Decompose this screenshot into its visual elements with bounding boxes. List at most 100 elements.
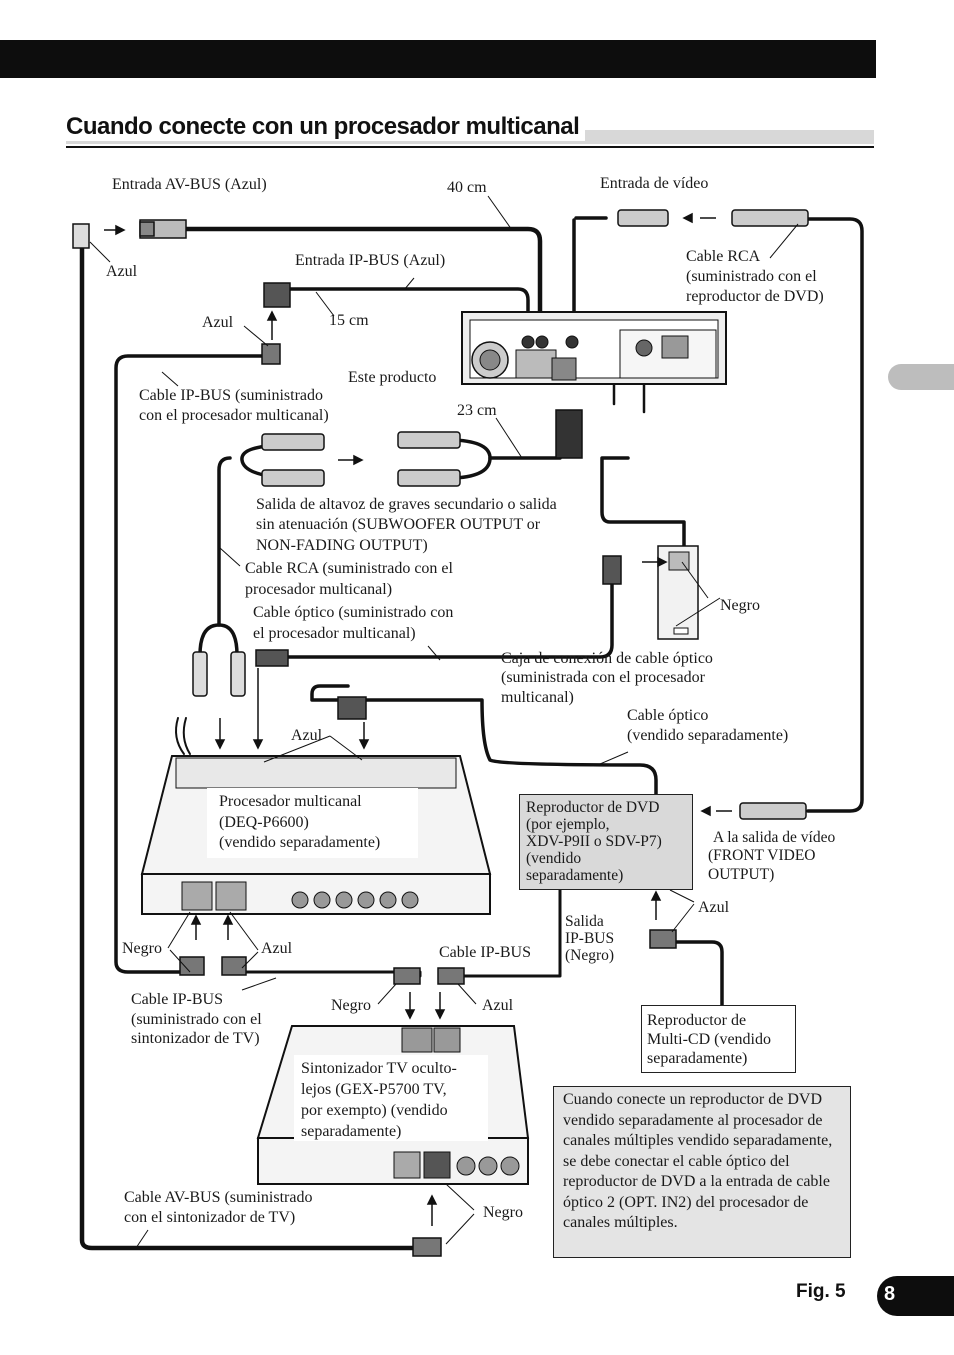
label-rca-dvd-3: reproductor de DVD) [686,288,824,305]
label-sub-output-3: NON-FADING OUTPUT) [256,537,428,554]
multi-cd-box [641,1005,796,1073]
video-rca-female [731,209,809,227]
processor-label-box [207,788,418,858]
label-azul-ipbus: Azul [202,314,234,331]
label-multi-cd-3: separadamente) [647,1050,748,1067]
rca-v-right [230,651,246,697]
label-video-input: Entrada de vídeo [600,175,709,192]
label-multi-cd-1: Reproductor de [647,1012,747,1029]
label-15cm: 15 cm [329,312,369,329]
label-negro-junction: Negro [720,597,760,614]
page-number: 8 [884,1283,896,1305]
harness-block [555,409,583,459]
label-rca-proc-2: procesador multicanal) [245,581,393,598]
label-negro-bottom: Negro [483,1204,523,1221]
label-ipbus-tv-2: (suministrado con el [131,1011,262,1028]
side-tab [888,364,954,390]
ip-bus-tv-cable [228,970,422,978]
rca-out-bottom-left [261,469,325,487]
label-video-out-3: OUTPUT) [708,866,775,883]
av-bus-plug-tip [139,221,155,237]
optical-plug-junction [602,555,622,585]
rca-v-left [192,651,208,697]
ipbus-plug-negro-proc [179,956,205,976]
label-dvd-1: Reproductor de DVD [526,799,660,816]
label-optical-proc-2: el procesador multicanal) [253,625,416,642]
label-video-out-2: (FRONT VIDEO [708,847,816,864]
arrows [104,212,732,1226]
ipbus-plug-left [261,343,281,365]
label-rca-dvd-1: Cable RCA [686,248,761,265]
av-bus-long-cable [79,245,418,1251]
label-azul-left: Azul [106,263,138,280]
rca-y-split [198,623,239,657]
label-junction-3: multicanal) [501,689,574,706]
proc-stub-2 [182,717,191,755]
label-rca-dvd-2: (suministrado con el [686,268,817,285]
rca-dvd-plug [739,802,807,820]
label-rca-proc-1: Cable RCA (suministrado con el [245,560,453,577]
rca-in-top-right [397,431,461,449]
label-av-bus-cable-2: con el sintonizador de TV) [124,1209,296,1226]
av-bus-40cm-cable [183,226,543,348]
label-ipbus-mid: Cable IP-BUS [439,944,531,961]
label-optical-sold-1: Cable óptico [627,707,709,724]
ipbus-plug-negro-tv [393,967,421,985]
rca-out-top-left [261,433,325,451]
label-tv-4: separadamente) [301,1123,402,1140]
ipbus-plug-azul-proc [221,956,247,976]
optical-plug-top [337,696,367,720]
optical-sold-cable [310,684,658,797]
ip-bus-15cm-cable [288,287,530,347]
rca-proc-cable [217,456,232,627]
connectors [72,209,809,1257]
label-processor-1: Procesador multicanal [219,793,362,810]
label-ipbus-tv-3: sintonizador de TV) [131,1030,260,1047]
rca-dvd-cable [806,217,864,813]
label-23cm: 23 cm [457,402,497,419]
label-tv-3: por exempto) (vendido [301,1102,448,1119]
figure-label: Fig. 5 [796,1281,846,1302]
label-40cm: 40 cm [447,179,487,196]
header-bar [0,40,876,78]
note-box [553,1086,851,1258]
label-ipbus-out-1: Salida [565,913,604,930]
label-ipbus-out-2: IP-BUS [565,930,615,947]
note-text: Cuando conecte un reproductor de DVD ven… [563,1091,833,1231]
ipbus-plug-dvd [649,929,677,949]
av-bus-plug-bottom [412,1237,442,1257]
video-rca-male [617,209,669,227]
tv-tuner-label-box [294,1055,488,1141]
label-ipbus-out-3: (Negro) [565,947,615,964]
page-tab [877,1276,954,1316]
label-ipbus-proc-2: con el procesador multicanal) [139,407,329,424]
label-av-bus-cable-1: Cable AV-BUS (suministrado [124,1189,313,1206]
section-title: Cuando conecte con un procesador multica… [66,113,586,141]
label-processor-3: (vendido separadamente) [219,834,381,851]
title-rule [66,146,874,148]
label-tv-1: Sintonizador TV oculto- [301,1060,457,1077]
dvd-player-box [519,794,693,890]
optical-cable-proc [286,580,614,659]
label-negro-tv: Negro [331,997,371,1014]
label-ipbus-proc-1: Cable IP-BUS (suministrado [139,387,323,404]
label-ipbus-tv-1: Cable IP-BUS [131,991,223,1008]
label-dvd-5: separadamente) [526,867,624,884]
label-dvd-2: (por ejemplo, [526,816,610,833]
label-optical-sold-2: (vendido separadamente) [627,727,789,744]
head-unit [461,311,727,385]
label-optical-proc-1: Cable óptico (suministrado con [253,604,454,621]
ip-bus-proc-cable [114,354,264,974]
label-av-bus-input: Entrada AV-BUS (Azul) [112,176,267,193]
label-azul-dvd: Azul [698,899,730,916]
leader-lines [89,195,799,1249]
label-azul-proc-top: Azul [291,727,323,744]
label-junction-1: Caja de conexión de cable óptico [501,650,713,667]
label-dvd-3: XDV-P9II o SDV-P7) [526,833,662,850]
label-tv-2: lejos (GEX-P5700 TV, [301,1081,447,1098]
label-sub-output-2: sin atenuación (SUBWOOFER OUTPUT or [256,516,541,533]
optical-junction-lead [600,456,686,550]
label-negro-proc: Negro [122,940,162,957]
label-azul-proc-bottom: Azul [261,940,293,957]
ipbus-plug-azul-tv [437,967,465,985]
